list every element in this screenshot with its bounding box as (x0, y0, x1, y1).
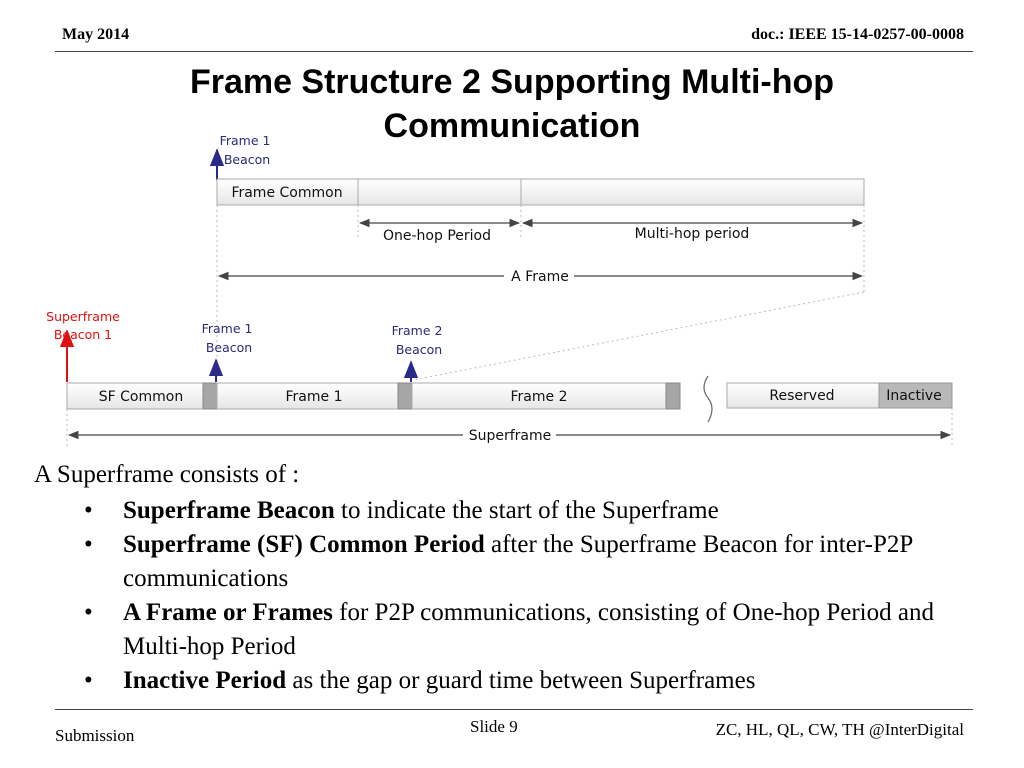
sf-common-segment (66, 382, 204, 410)
inactive-label: Inactive (886, 388, 942, 404)
bullet-4-text: as the gap or guard time between Superfr… (286, 667, 756, 694)
frame-detail: Frame 1 Beacon Frame Common One-hop Peri… (209, 133, 865, 381)
frame1-beacon-label-2: Beacon (206, 340, 252, 355)
one-hop-segment (357, 178, 522, 206)
footer-divider (55, 709, 973, 710)
guard-block-2 (397, 382, 413, 410)
footer-submission: Submission (55, 726, 135, 745)
a-frame-label: A Frame (511, 269, 569, 285)
bullet-2-text: after the Superframe Beacon for inter-P2… (123, 531, 913, 592)
multi-hop-label: Multi-hop period (635, 226, 750, 242)
inactive-segment (878, 382, 953, 409)
top-frame-beacon-label-1: Frame 1 (220, 133, 271, 148)
footer-slide-number: Slide 9 (470, 717, 518, 736)
superframe-beacon-label-1: Superframe (46, 309, 120, 324)
bullet-sf-common-period: Superframe (SF) Common Period after the … (70, 528, 990, 596)
reserved-label: Reserved (769, 388, 834, 404)
superframe-label: Superframe (469, 428, 552, 444)
bullet-superframe-beacon: Superframe Beacon to indicate the start … (70, 494, 990, 528)
bullet-3-text: for P2P communications, consisting of On… (123, 599, 934, 660)
multi-hop-segment (520, 178, 865, 206)
slide-title-line-1: Frame Structure 2 Supporting Multi-hop (189, 63, 835, 101)
break-mark (703, 375, 713, 423)
superframe-beacon-label-2: Beacon 1 (54, 327, 112, 342)
frame1-segment (216, 382, 399, 410)
header-date: May 2014 (62, 26, 130, 43)
bullet-inactive-period: Inactive Period as the gap or guard time… (70, 664, 990, 698)
superframe-bullet-list: Superframe Beacon to indicate the start … (70, 494, 990, 698)
bullet-4-term: Inactive Period (123, 667, 287, 694)
guard-block-3 (665, 382, 681, 410)
superframe-bar: Superframe Beacon 1 Frame 1 Beacon Frame… (46, 309, 953, 448)
bullet-1-text: to indicate the start of the Superframe (334, 497, 719, 524)
bullet-3-term: A Frame or Frames (123, 599, 333, 626)
frame1-label: Frame 1 (286, 389, 343, 405)
one-hop-label: One-hop Period (383, 228, 491, 244)
slide-title-line-2: Communication (383, 107, 641, 145)
frame2-beacon-label-1: Frame 2 (392, 323, 443, 338)
frame2-label: Frame 2 (511, 389, 568, 405)
bullet-frames: A Frame or Frames for P2P communications… (70, 596, 990, 664)
header-divider (55, 51, 973, 52)
header-doc-id: doc.: IEEE 15-14-0257-00-0008 (751, 26, 964, 43)
top-frame-beacon-label-2: Beacon (224, 152, 270, 167)
bullet-2-term: Superframe (SF) Common Period (123, 531, 485, 558)
bullet-1-term: Superframe Beacon (123, 497, 335, 524)
frame-common-label: Frame Common (231, 185, 342, 201)
frame1-beacon-label-1: Frame 1 (202, 321, 253, 336)
guard-block-1 (202, 382, 218, 410)
zoom-guide-right (412, 291, 865, 381)
superframe-intro: A Superframe consists of : (34, 461, 300, 488)
sf-common-label: SF Common (99, 389, 183, 405)
frame2-beacon-label-2: Beacon (396, 342, 442, 357)
footer-authors: ZC, HL, QL, CW, TH @InterDigital (715, 720, 964, 739)
frame2-segment (411, 382, 667, 410)
